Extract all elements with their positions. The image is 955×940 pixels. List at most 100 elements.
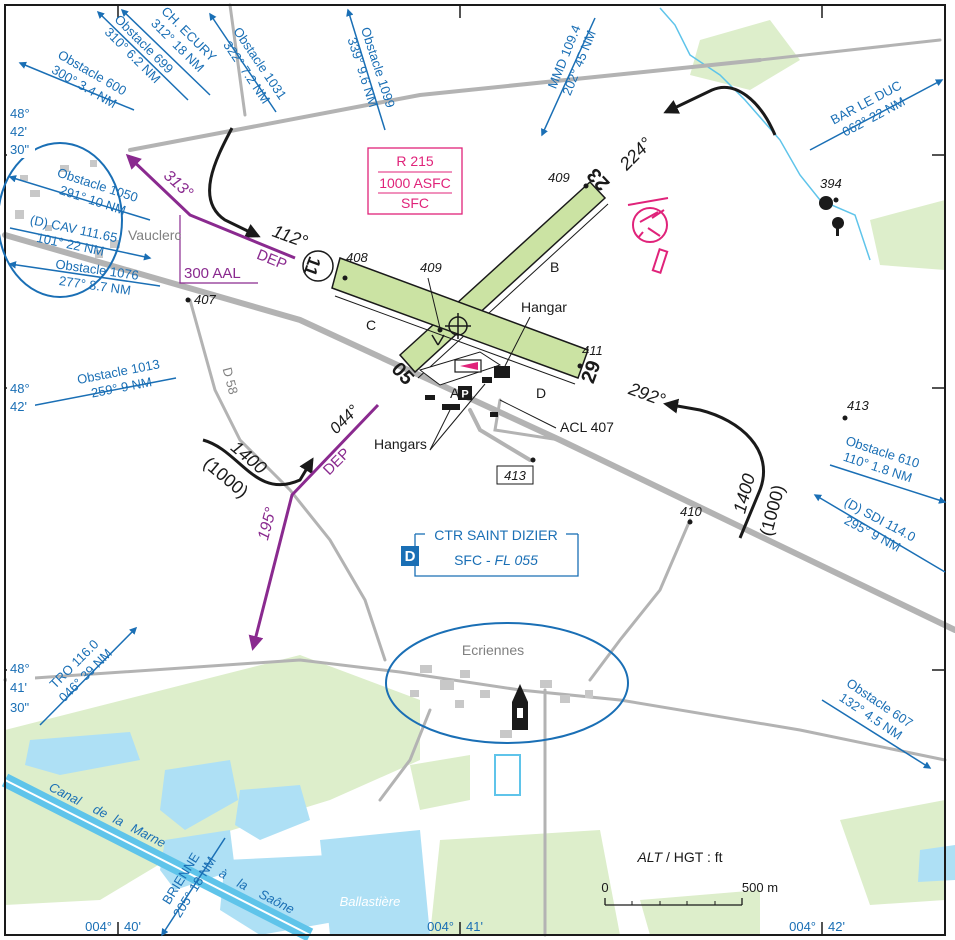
lake <box>320 830 430 935</box>
departure-route-south <box>248 403 380 651</box>
lat-label-bg <box>7 656 35 718</box>
lake <box>160 760 238 830</box>
arrival-arrow-southwest <box>202 438 314 487</box>
lat-1-deg: 48° <box>10 106 30 121</box>
building <box>110 240 120 248</box>
bearing-arrow-cav <box>9 227 152 261</box>
lon-3-min: 42' <box>828 919 845 934</box>
building <box>460 670 470 678</box>
building <box>560 695 570 703</box>
heading-112: 112° <box>270 221 311 252</box>
hangar-leader <box>504 316 531 367</box>
ctr-limits-lower: SFC - <box>454 552 494 568</box>
building <box>455 700 464 708</box>
elevation-413-box: 413 <box>504 468 526 483</box>
runway-05-23-edge <box>417 203 609 379</box>
windsock-icon <box>454 359 482 373</box>
road-north-2 <box>758 38 942 62</box>
lat-3-min: 41' <box>10 680 27 695</box>
building <box>420 665 432 673</box>
restricted-zone-box: R 215 1000 ASFC SFC <box>367 147 463 215</box>
pond <box>494 754 521 796</box>
lon-2-min: 41' <box>466 919 483 934</box>
reference-point-icon <box>445 313 471 339</box>
scale-bar: ALT / HGT : ft 0 500 m <box>601 849 778 906</box>
ctr-name: CTR SAINT DIZIER <box>434 527 557 543</box>
taxiway-c: C <box>366 317 376 333</box>
road-d58 <box>188 298 387 662</box>
hangars-leader <box>429 383 486 451</box>
lake <box>220 855 345 935</box>
ctr-limits-upper: FL 055 <box>495 552 539 568</box>
building <box>60 165 69 172</box>
lat-3-sec: 30" <box>10 700 29 715</box>
parachuting-icon <box>627 197 669 243</box>
road-north <box>128 58 762 152</box>
building <box>585 690 593 698</box>
lon-1-deg: 004° <box>85 919 112 934</box>
bearing-arrow-1099 <box>346 8 386 131</box>
heading-195: 195° <box>255 505 280 542</box>
building <box>45 225 52 231</box>
vegetation-area <box>430 830 620 935</box>
zone-lower-limit: SFC <box>401 195 429 211</box>
hangar-block <box>482 377 492 383</box>
hangar-block <box>494 366 510 378</box>
taxiway-b: B <box>550 259 559 275</box>
bearing-arrow-610 <box>829 464 947 504</box>
vegetation-area <box>640 890 760 935</box>
church-icon <box>512 684 528 730</box>
runway-11-badge: 11 <box>300 250 334 282</box>
canal-word: de <box>91 801 111 821</box>
runway-11-29-edge <box>334 295 576 385</box>
dep-label-south: DEP <box>320 445 354 479</box>
lake <box>25 732 140 775</box>
altitude-1400-east: 1400 <box>729 472 759 516</box>
road-access-2 <box>493 398 562 442</box>
signal-marker <box>431 334 445 346</box>
lat-label-bg <box>7 378 35 420</box>
elevation-407: 407 <box>194 292 216 307</box>
building <box>30 190 40 197</box>
building <box>540 680 552 688</box>
bearing-arrows <box>8 8 947 937</box>
zone-upper-limit: 1000 ASFC <box>379 175 451 191</box>
bearing-arrow-1013 <box>8 377 177 413</box>
vor-circle <box>0 142 123 298</box>
acl-leader <box>499 399 557 429</box>
building <box>90 160 97 167</box>
airfield: P <box>331 180 609 417</box>
vegetation-areas <box>5 20 945 935</box>
bearing-arrow-607 <box>821 699 932 769</box>
lat-label-bg <box>7 100 35 158</box>
scale-zero: 0 <box>601 880 608 895</box>
bearing-arrow-barleduc <box>809 79 944 151</box>
dep-label-north: DEP <box>254 246 289 273</box>
building <box>410 690 419 697</box>
heading-292: 292° <box>625 378 668 410</box>
lon-2-deg: 004° <box>427 919 454 934</box>
arrival-arrow-northeast <box>663 85 777 136</box>
roads <box>2 3 955 937</box>
elevation-408: 408 <box>346 250 368 265</box>
hangar-block <box>425 395 435 400</box>
taxiway-d: D <box>536 385 546 401</box>
scale-title-rest: / HGT : ft <box>662 849 723 865</box>
hangars-leader <box>429 409 451 451</box>
ctr-class-badge <box>401 546 419 566</box>
taxiway-a: A <box>450 385 460 401</box>
ctr-box: CTR SAINT DIZIER D SFC - FL 055 <box>401 527 579 577</box>
place-ecriennes: Ecriennes <box>462 642 524 658</box>
departure-route-north <box>125 153 296 260</box>
zone-marker <box>651 248 669 274</box>
elevation-points: 394 409 408 409 407 411 413 410 413 <box>185 170 869 525</box>
bearing-arrow-1076 <box>8 261 161 287</box>
bearing-arrow-brienne <box>161 837 226 937</box>
building <box>20 175 28 181</box>
vegetation-area <box>410 755 470 810</box>
heading-313: 313° <box>160 167 196 202</box>
place-vauclerc: Vauclerc <box>128 227 181 243</box>
village-boundary <box>385 622 629 744</box>
vegetation-area <box>690 20 800 90</box>
